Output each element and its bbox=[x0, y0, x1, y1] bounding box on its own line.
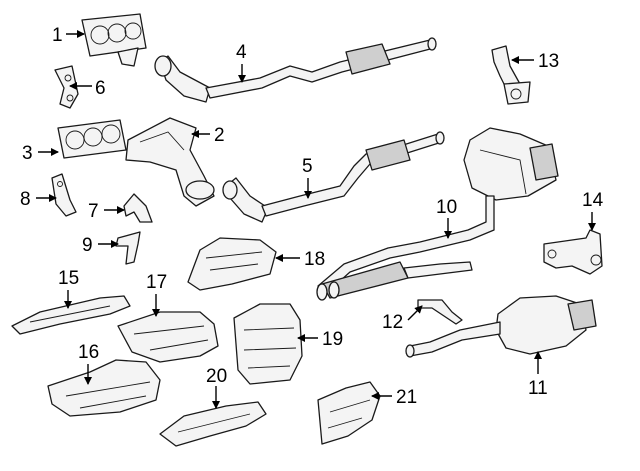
label-part-11: 11 bbox=[528, 378, 548, 399]
label-part-9: 9 bbox=[82, 235, 93, 256]
part-20-heat-shield bbox=[159, 401, 267, 447]
label-part-20: 20 bbox=[206, 366, 227, 387]
label-part-15: 15 bbox=[58, 268, 79, 289]
label-part-17: 17 bbox=[146, 272, 167, 293]
part-number-labels: 1 6 3 2 4 5 8 7 9 10 11 12 13 14 15 16 1… bbox=[20, 25, 604, 408]
label-part-8: 8 bbox=[20, 189, 31, 210]
part-13-hanger bbox=[491, 45, 531, 105]
label-part-6: 6 bbox=[95, 78, 106, 99]
part-11-rear-muffler bbox=[405, 295, 597, 358]
part-5-front-pipe bbox=[222, 131, 445, 223]
part-14-hanger bbox=[543, 229, 603, 275]
callout-lines bbox=[36, 30, 596, 409]
part-21-heat-shield bbox=[317, 381, 381, 445]
part-17-heat-shield bbox=[117, 311, 219, 363]
part-16-heat-shield bbox=[47, 359, 161, 417]
label-part-19: 19 bbox=[322, 329, 343, 350]
part-8-bracket bbox=[51, 173, 77, 217]
label-part-2: 2 bbox=[214, 125, 225, 146]
part-2-exhaust-manifold bbox=[125, 117, 215, 207]
label-part-10: 10 bbox=[436, 197, 457, 218]
part-3-gasket bbox=[57, 119, 127, 159]
label-part-4: 4 bbox=[236, 42, 247, 63]
part-19-heat-shield bbox=[233, 303, 303, 385]
part-18-heat-shield bbox=[187, 237, 277, 291]
part-4-front-pipe bbox=[154, 37, 437, 103]
label-part-13: 13 bbox=[538, 51, 559, 72]
label-part-14: 14 bbox=[582, 190, 604, 211]
label-part-18: 18 bbox=[304, 249, 325, 270]
part-9-bracket bbox=[115, 231, 141, 265]
label-part-5: 5 bbox=[302, 156, 313, 177]
part-10-rear-muffler bbox=[316, 127, 559, 301]
part-1-manifold-gasket bbox=[81, 13, 147, 67]
label-part-1: 1 bbox=[52, 25, 63, 46]
part-6-bracket bbox=[54, 65, 79, 109]
label-part-3: 3 bbox=[22, 143, 33, 164]
label-part-7: 7 bbox=[88, 201, 99, 222]
label-part-16: 16 bbox=[78, 342, 99, 363]
part-12-clamp bbox=[417, 299, 463, 325]
label-part-12: 12 bbox=[382, 312, 403, 333]
part-15-heat-shield bbox=[11, 295, 131, 335]
part-7-bracket bbox=[123, 193, 153, 223]
label-part-21: 21 bbox=[396, 387, 417, 408]
